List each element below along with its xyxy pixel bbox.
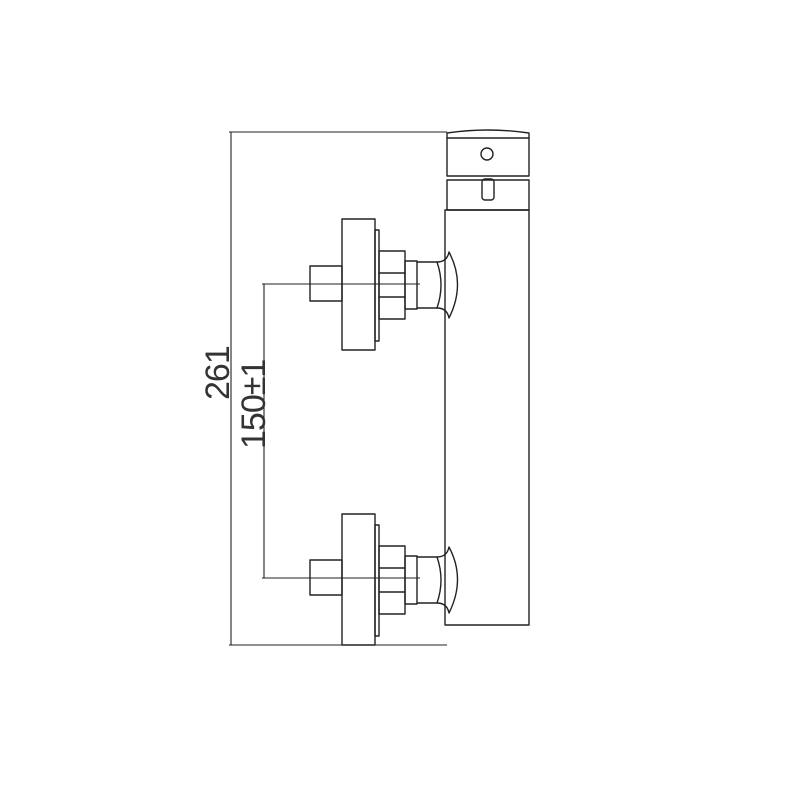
control-head-lower (446, 179, 530, 211)
upper-inlet-hex-nut (378, 250, 406, 320)
lower-inlet-flange (341, 513, 376, 646)
overall-height-dimension: 261 (199, 131, 447, 646)
lower-inlet-hex-nut (378, 545, 406, 615)
upper-inlet-assembly (309, 218, 459, 351)
lower-inlet-nut-collar (404, 555, 418, 605)
valve-body (444, 209, 530, 626)
indicator-dot-icon (480, 147, 494, 161)
lower-inlet-elbow-inner (436, 556, 442, 604)
upper-inlet-elbow-inner (436, 261, 442, 309)
lower-inlet-elbow (416, 546, 459, 614)
inlet-spacing-label: 150±1 (235, 360, 273, 449)
upper-inlet-nut-collar (404, 260, 418, 310)
control-head-cap (446, 129, 530, 139)
valve-body-outline (444, 209, 530, 626)
lower-inlet-assembly (309, 513, 459, 646)
control-head (446, 129, 530, 211)
overall-height-label: 261 (199, 346, 237, 400)
inlet-spacing-dimension: 150±1 (235, 283, 420, 579)
control-slot-icon (481, 178, 495, 201)
control-head-upper (446, 137, 530, 177)
upper-inlet-elbow (416, 251, 459, 319)
